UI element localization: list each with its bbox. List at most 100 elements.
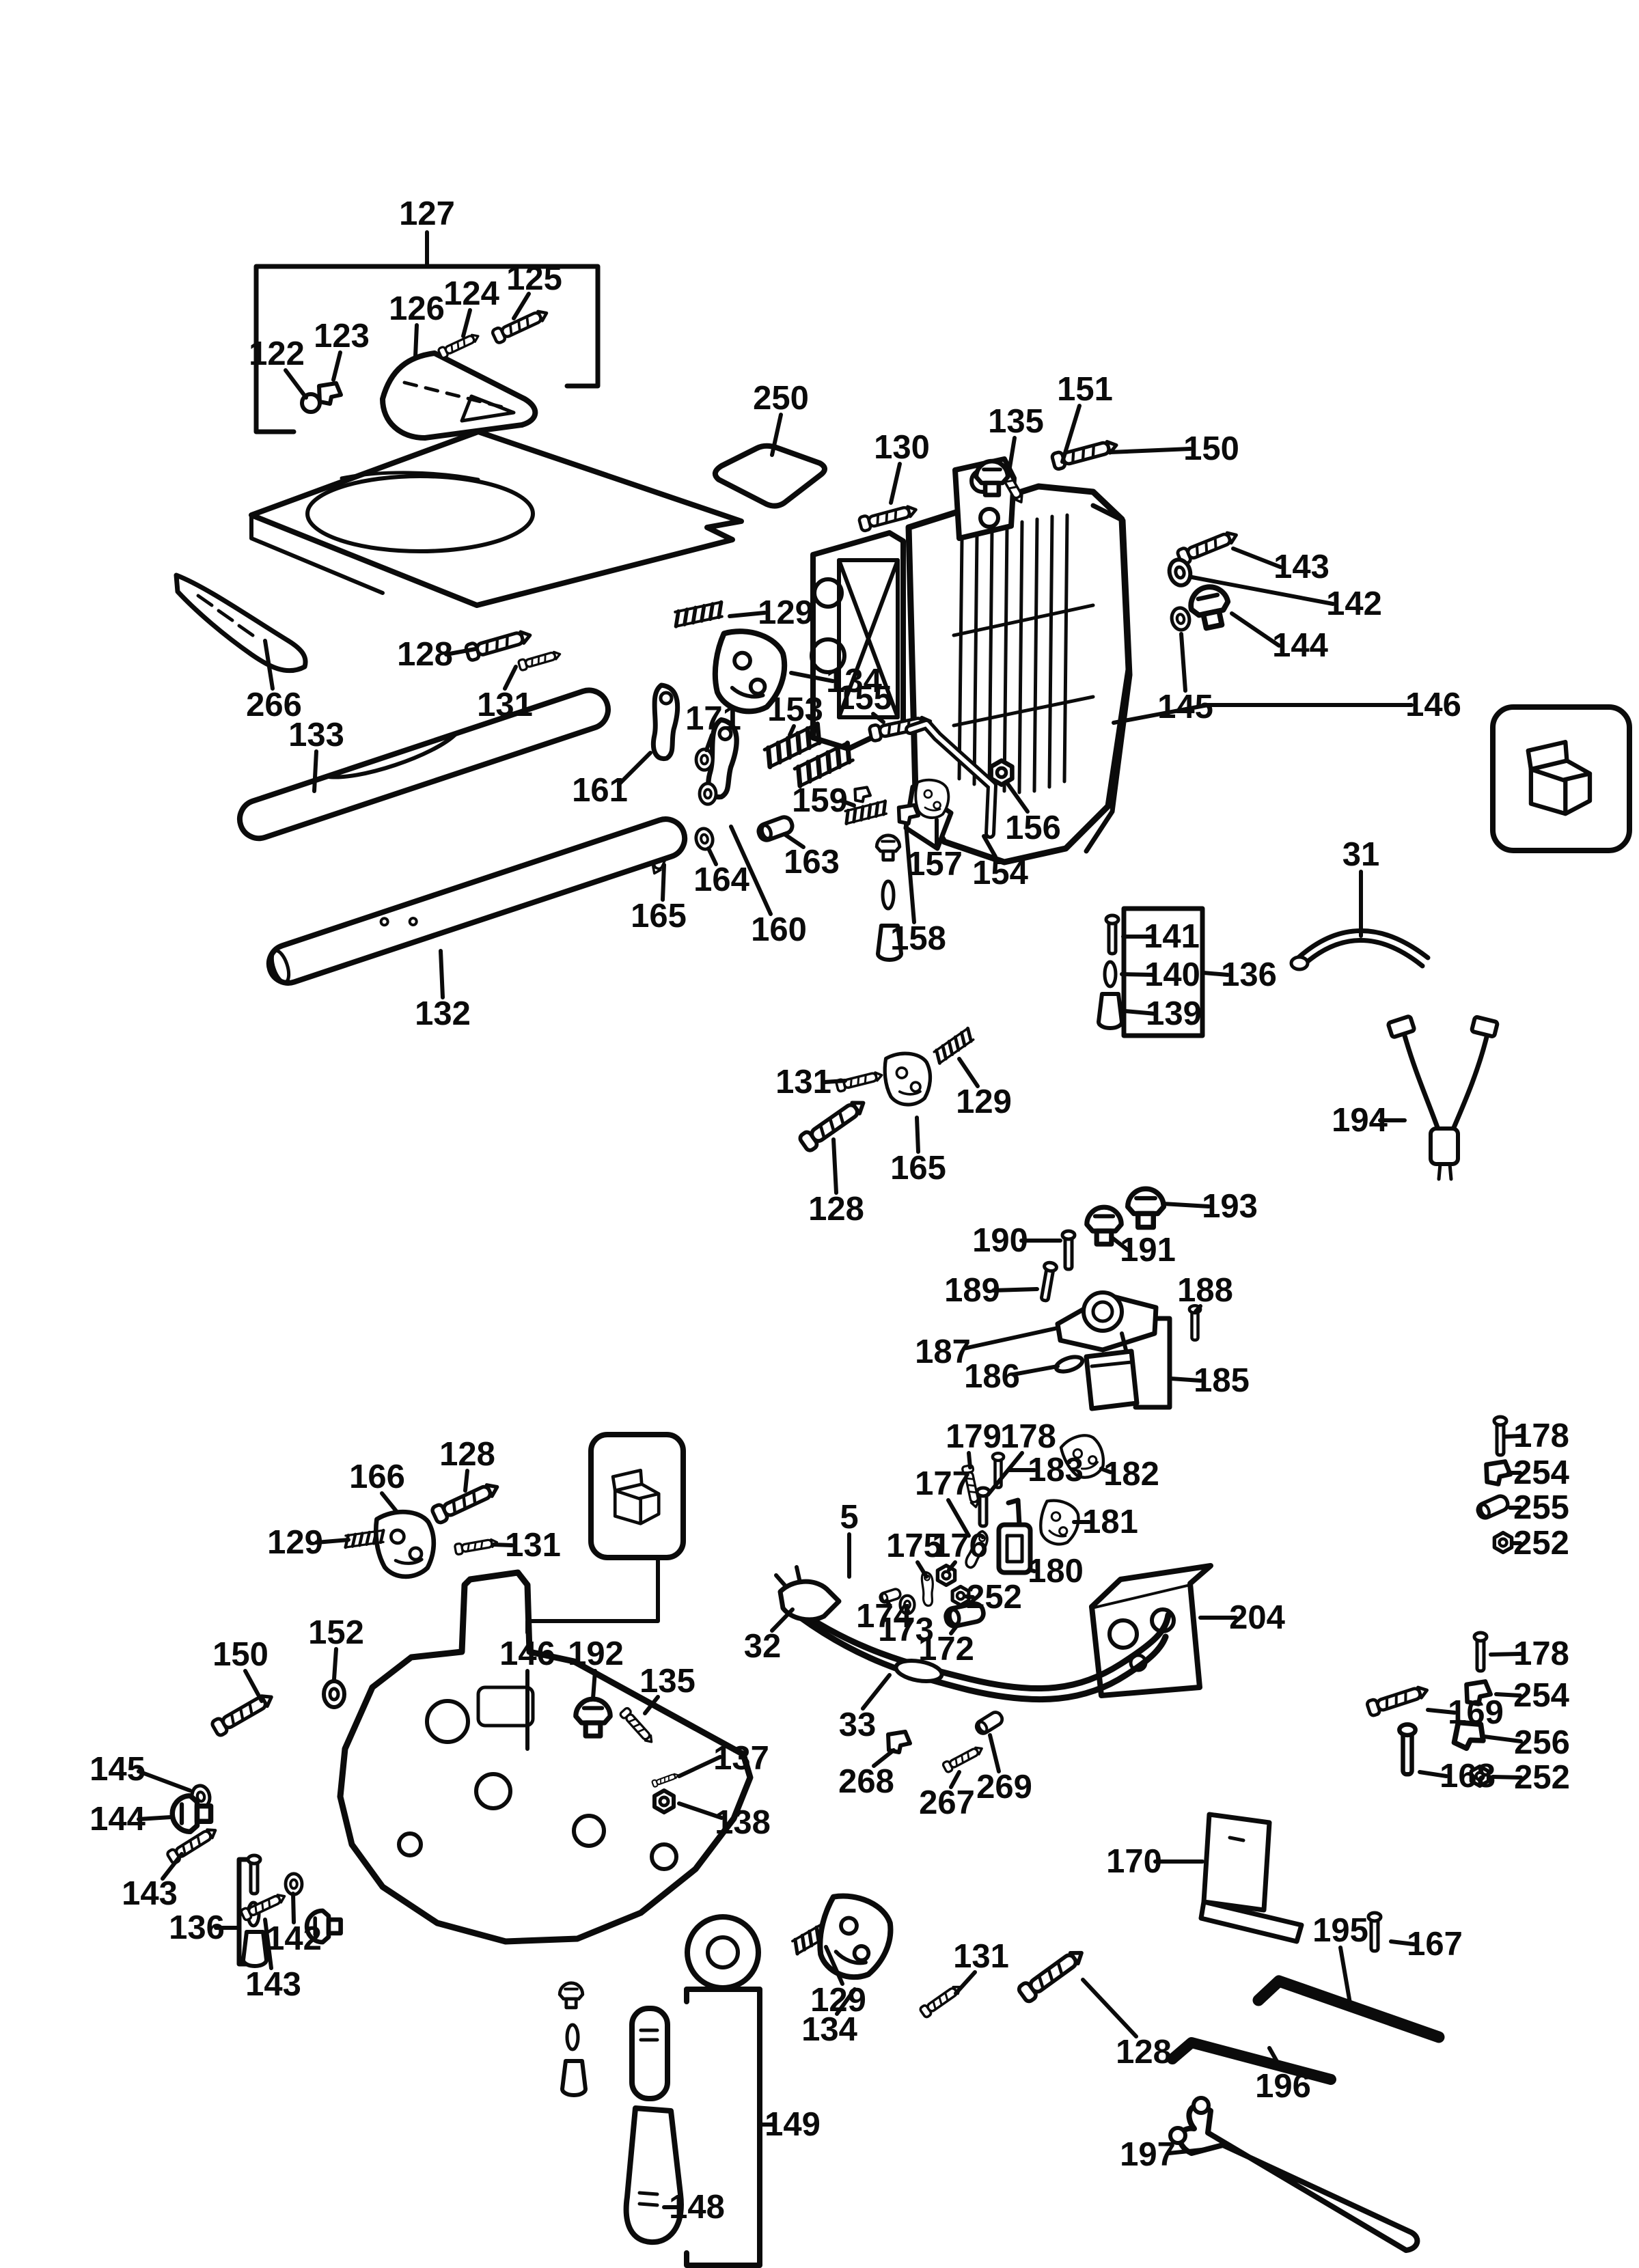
part-label-171-23: 171 xyxy=(685,700,741,737)
brush-wires-194 xyxy=(1386,1014,1500,1181)
part-label-254-59: 254 xyxy=(1513,1454,1569,1491)
leader-line-250-6-0 xyxy=(770,413,783,457)
leader-line-146-15-0 xyxy=(1112,703,1414,725)
leader-line-151-9-0 xyxy=(1060,404,1082,464)
leader-line-129-95-0 xyxy=(314,1538,350,1545)
part-label-154-33: 154 xyxy=(972,855,1028,891)
part-label-185-53: 185 xyxy=(1194,1362,1250,1399)
part-label-152-91: 152 xyxy=(308,1614,364,1651)
dropper-pins xyxy=(877,835,901,960)
washer-164 xyxy=(694,827,715,851)
part-label-192-89: 192 xyxy=(568,1635,624,1672)
part-label-252-77: 252 xyxy=(1514,1759,1570,1796)
leader-line-169-73-0 xyxy=(1426,1708,1457,1715)
switch-body-185 xyxy=(1084,1349,1140,1411)
part-label-182-57: 182 xyxy=(1103,1456,1159,1493)
leader-line-138-87-0 xyxy=(677,1801,724,1820)
bolt-150 xyxy=(1051,437,1118,470)
part-label-140-37: 140 xyxy=(1144,956,1200,993)
part-label-129-95: 129 xyxy=(267,1524,323,1561)
pin-178d xyxy=(1474,1633,1487,1671)
part-label-143-99: 143 xyxy=(122,1875,178,1912)
roller-255 xyxy=(1476,1494,1510,1520)
part-label-181-63: 181 xyxy=(1082,1504,1138,1540)
part-label-142-101: 142 xyxy=(266,1920,322,1957)
nut-252a xyxy=(1494,1533,1511,1553)
leader-line-195-109-0 xyxy=(1338,1946,1353,2009)
part-label-197-111: 197 xyxy=(1120,2136,1176,2173)
leader-line-135-90-0 xyxy=(643,1695,660,1715)
pin-190 xyxy=(1062,1231,1075,1269)
dropper-pins-b xyxy=(560,1983,586,2095)
grip-pad-166 xyxy=(373,1508,439,1580)
part-label-134-19: 134 xyxy=(826,663,882,700)
bolt-125 xyxy=(491,307,549,344)
part-label-160-30: 160 xyxy=(751,911,807,948)
washer-152 xyxy=(324,1681,344,1707)
screw-143c xyxy=(239,1890,288,1922)
part-label-178-58: 178 xyxy=(1513,1418,1569,1454)
clip-123 xyxy=(319,383,341,404)
leader-line-189-49-0 xyxy=(991,1287,1039,1292)
part-label-145-14: 145 xyxy=(1157,689,1213,725)
mount-bracket-170 xyxy=(1198,1812,1304,1944)
leader-line-168-78-0 xyxy=(1418,1770,1448,1778)
screw-131 xyxy=(517,648,563,672)
leader-line-128-106-0 xyxy=(1081,1978,1138,2038)
part-label-131-103: 131 xyxy=(953,1938,1009,1975)
part-label-256-76: 256 xyxy=(1514,1724,1570,1761)
wrench-hook-266 xyxy=(174,572,308,674)
leader-line-143-99-0 xyxy=(161,1852,184,1881)
part-label-129-16: 129 xyxy=(758,594,814,631)
part-label-159-26: 159 xyxy=(792,782,848,819)
part-label-139-38: 139 xyxy=(1146,995,1202,1032)
leader-line-146-88-1 xyxy=(525,1558,660,1635)
part-label-146-15: 146 xyxy=(1405,687,1461,723)
part-label-179-54: 179 xyxy=(946,1418,1002,1455)
bolt-128d xyxy=(1017,1946,1087,2003)
leader-line-179-54-0 xyxy=(967,1451,972,1469)
part-label-178-74: 178 xyxy=(1513,1635,1569,1672)
switch-plate-187 xyxy=(1055,1290,1159,1357)
part-label-144-13: 144 xyxy=(1272,627,1328,664)
part-label-128-94: 128 xyxy=(439,1436,495,1473)
nut-156 xyxy=(991,760,1013,784)
kit-box-icon-top xyxy=(1490,704,1632,853)
leader-line-252-77-0 xyxy=(1491,1775,1523,1780)
leader-line-124-4-0 xyxy=(461,308,472,338)
leader-line-178-74-0 xyxy=(1489,1652,1522,1657)
leader-line-142-12-0 xyxy=(1190,575,1335,606)
leader-line-196-110-0 xyxy=(1267,2046,1284,2072)
part-label-132-35: 132 xyxy=(415,995,471,1032)
bolt-150b xyxy=(211,1690,275,1737)
leader-line-129-104-0 xyxy=(824,1945,844,1986)
part-label-124-4: 124 xyxy=(443,275,499,312)
washer-171b xyxy=(700,784,716,804)
part-label-186-52: 186 xyxy=(964,1358,1020,1395)
part-label-135-90: 135 xyxy=(639,1663,695,1700)
leader-line-32-81-0 xyxy=(770,1607,795,1633)
part-label-150-10: 150 xyxy=(1183,430,1239,467)
leader-line-131-103-0 xyxy=(954,1970,977,1995)
rod-154 xyxy=(905,719,997,839)
leader-line-144-98-0 xyxy=(137,1815,173,1821)
kit-box-icon-mid xyxy=(588,1432,686,1560)
leader-line-150-10-0 xyxy=(1108,447,1192,454)
clip-158a xyxy=(855,788,870,802)
leader-line-166-93-0 xyxy=(380,1491,398,1513)
leader-line-145-97-0 xyxy=(137,1769,192,1793)
leader-line-174-69-0 xyxy=(885,1599,892,1609)
leader-line-159-26-0 xyxy=(839,799,856,807)
boot-139b xyxy=(243,1932,266,1966)
handle-tube-upper xyxy=(236,687,611,842)
leader-line-252-67-0 xyxy=(964,1594,975,1599)
part-label-128-45: 128 xyxy=(808,1191,864,1228)
screw-167 xyxy=(1368,1913,1381,1951)
leader-line-143-11-0 xyxy=(1231,547,1282,569)
screw-131d xyxy=(918,1981,965,2019)
part-label-151-9: 151 xyxy=(1057,371,1113,408)
part-label-142-12: 142 xyxy=(1326,585,1382,622)
bracket-165b xyxy=(883,1051,933,1107)
